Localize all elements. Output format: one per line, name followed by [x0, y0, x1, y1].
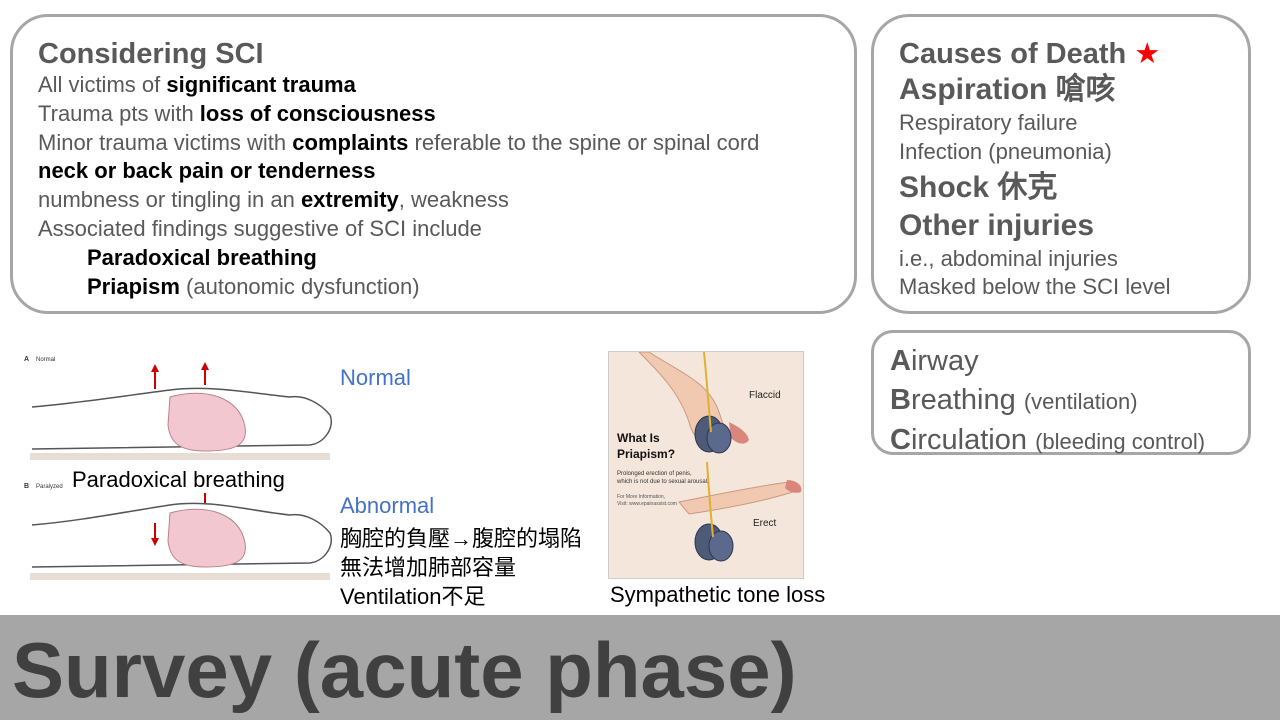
death-masked: Masked below the SCI level	[899, 274, 1171, 300]
paradoxical-breathing-caption: Paradoxical breathing	[70, 467, 287, 493]
star-icon: ★	[1134, 38, 1161, 70]
abnormal-label: Abnormal	[340, 493, 435, 518]
nerve-erect	[706, 461, 714, 538]
sci-line-5: numbness or tingling in an extremity, we…	[38, 187, 509, 213]
cn-line-3: Ventilation不足	[340, 584, 486, 609]
nerve-flaccid	[703, 352, 712, 433]
death-title: Causes of Death ★	[899, 38, 1161, 70]
priapism-figure: Flaccid Erect What Is Priapism? Prolonge…	[608, 351, 804, 579]
priapism-desc-2: which is not due to sexual arousal.	[616, 479, 709, 485]
sympathetic-tone-caption: Sympathetic tone loss	[610, 582, 826, 607]
panel-a-label: Normal	[36, 357, 55, 363]
causes-of-death-panel: Causes of Death ★ Aspiration 嗆咳 Respirat…	[871, 14, 1251, 314]
sci-line-2: Trauma pts with loss of consciousness	[38, 100, 436, 126]
erect-label: Erect	[753, 518, 777, 529]
arrowhead-a1	[151, 364, 159, 372]
panel-a-letter: A	[24, 356, 29, 363]
flaccid-label: Flaccid	[749, 390, 781, 401]
slide-title: Survey (acute phase)	[12, 626, 797, 714]
priapism-more-1: For More Information,	[617, 494, 665, 500]
arrowhead-a2	[201, 362, 209, 370]
abc-breathing: Breathing (ventilation)	[890, 384, 1138, 416]
death-shock: Shock 休克	[899, 170, 1058, 204]
lung-shape-a	[167, 392, 246, 452]
flaccid-testis-2	[706, 422, 732, 454]
cn-line-1: 胸腔的負壓→腹腔的塌陷	[340, 526, 583, 551]
death-infection: Infection (pneumonia)	[899, 138, 1112, 164]
sci-line-3: Minor trauma victims with complaints ref…	[38, 129, 760, 155]
breathing-illustration: A Normal B Paralyzed	[24, 356, 332, 580]
priapism-heading-1: What Is	[617, 431, 660, 445]
sci-line-4: neck or back pain or tenderness	[38, 158, 376, 184]
sci-line-7: Paradoxical breathing	[87, 244, 317, 270]
priapism-heading-2: Priapism?	[617, 447, 675, 461]
death-ie: i.e., abdominal injuries	[899, 245, 1118, 271]
lung-shape-b	[167, 508, 246, 568]
erect-tip	[785, 480, 802, 493]
death-aspiration: Aspiration 嗆咳	[899, 73, 1116, 106]
priapism-illustration: Flaccid Erect What Is Priapism? Prolonge…	[609, 352, 803, 578]
priapism-more-2: Visit: www.epainassist.com	[617, 501, 677, 507]
footer-bar: Survey (acute phase)	[0, 615, 1280, 720]
paradoxical-breathing-figure: A Normal B Paralyzed Paradoxical breathi…	[20, 345, 340, 590]
death-other: Other injuries	[899, 208, 1095, 242]
abc-panel: Airway Breathing (ventilation) Circulati…	[871, 330, 1251, 456]
priapism-desc-1: Prolonged erection of penis,	[617, 471, 692, 477]
cn-line-2: 無法增加肺部容量	[340, 555, 517, 580]
sci-line-6: Associated findings suggestive of SCI in…	[38, 215, 482, 241]
arrowhead-b1	[151, 538, 159, 546]
abc-airway: Airway	[890, 345, 979, 377]
death-resp: Respiratory failure	[899, 110, 1078, 135]
considering-sci-panel: Considering SCI All victims of significa…	[10, 14, 857, 314]
sci-title: Considering SCI	[38, 38, 264, 70]
abc-circulation: Circulation (bleeding control)	[890, 424, 1206, 456]
normal-label: Normal	[340, 365, 411, 390]
panel-b-label: Paralyzed	[36, 484, 63, 490]
sci-line-1: All victims of significant trauma	[38, 72, 356, 97]
erect-testis-2	[708, 530, 734, 562]
sci-line-8: Priapism (autonomic dysfunction)	[87, 273, 420, 299]
bed-b	[30, 573, 330, 580]
bed-a	[30, 453, 330, 460]
panel-b-letter: B	[24, 483, 29, 490]
flaccid-tip	[729, 422, 749, 444]
